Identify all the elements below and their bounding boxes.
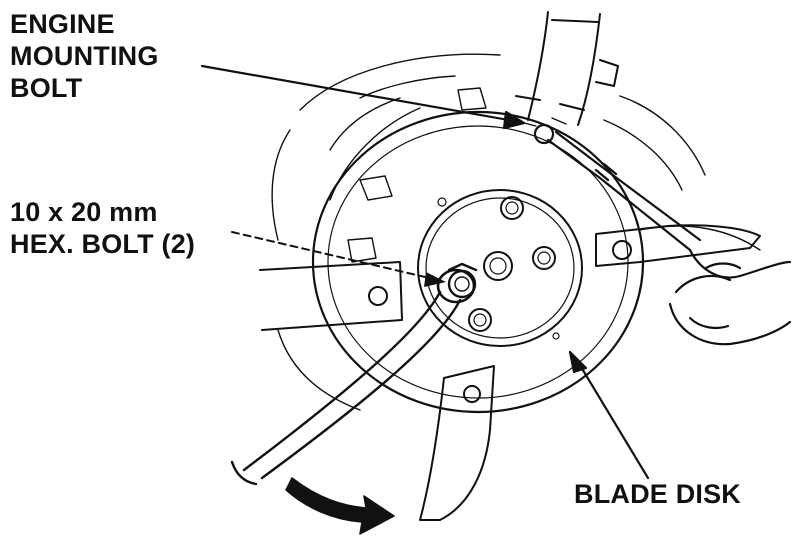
blade-disk <box>311 87 645 414</box>
engine-label-line-2: MOUNTING <box>10 41 159 71</box>
socket-wrench <box>519 117 702 252</box>
blade-disk-leader <box>568 350 650 480</box>
hex-bolt-leader <box>231 231 446 287</box>
handle-frame <box>515 11 619 126</box>
hub-bolts <box>437 196 560 340</box>
engine-mounting-bolt-label: ENGINE MOUNTING BOLT <box>10 8 159 104</box>
rotation-arrow-icon <box>285 477 395 535</box>
engine-housing <box>271 53 761 411</box>
blade-right <box>595 224 761 267</box>
hex-bolt-label: 10 x 20 mm HEX. BOLT (2) <box>10 196 195 260</box>
blade-left <box>259 261 403 331</box>
blade-disk-label: BLADE DISK <box>574 478 741 510</box>
blade-bottom <box>419 365 495 521</box>
blade-label-line-1: BLADE DISK <box>574 479 742 509</box>
engine-bolt-leader <box>200 64 526 130</box>
hand <box>668 248 792 346</box>
box-wrench <box>230 268 476 486</box>
hex-label-line-2: HEX. BOLT (2) <box>10 229 196 259</box>
hex-label-line-1: 10 x 20 mm <box>10 197 158 227</box>
disk-hub <box>417 189 583 347</box>
engine-label-line-1: ENGINE <box>10 9 115 39</box>
engine-label-line-3: BOLT <box>10 73 83 103</box>
